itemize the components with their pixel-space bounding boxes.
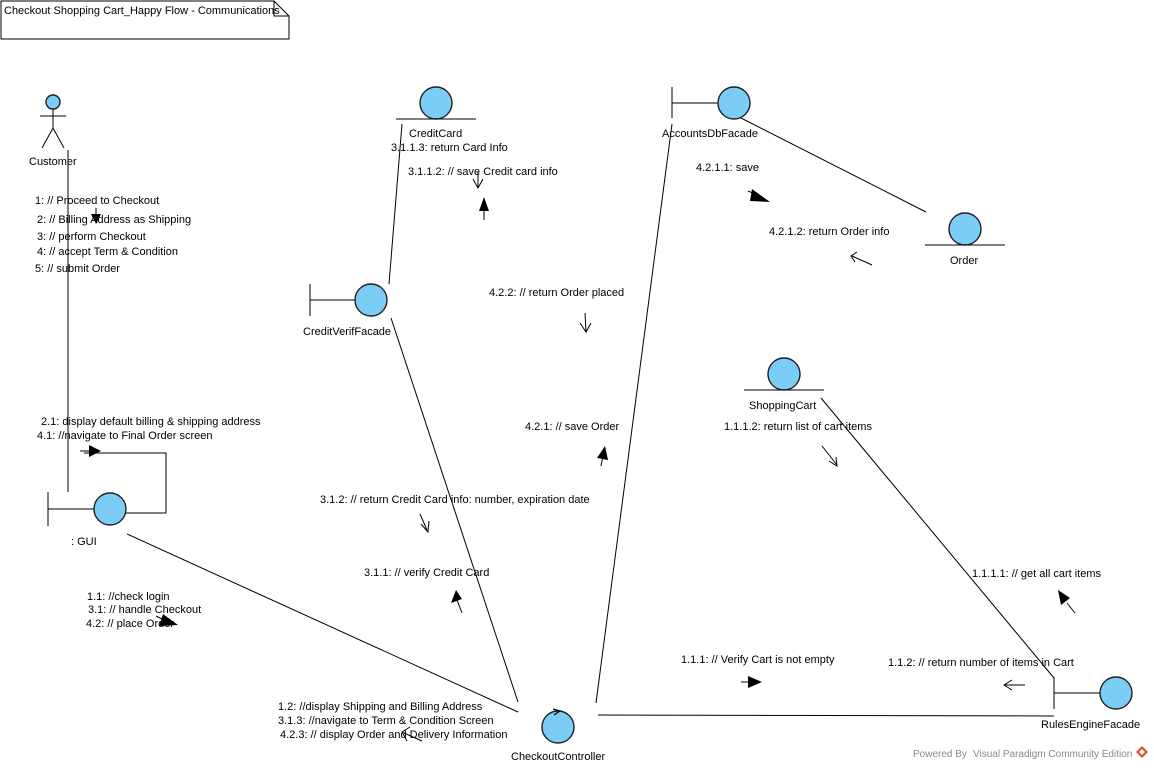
boundary-icon: [1099, 676, 1133, 710]
message-label: 2.1: display default billing & shipping …: [41, 416, 261, 428]
message-label: 1.1.1.1: // get all cart items: [972, 568, 1102, 580]
boundary-icon: [93, 492, 127, 526]
message-label: 4: // accept Term & Condition: [37, 246, 178, 258]
visual-paradigm-logo-icon: [1136, 746, 1148, 758]
message-arrow: [1058, 590, 1076, 614]
control-icon: [541, 710, 575, 744]
message-label: 3.1.1.2: // save Credit card info: [408, 166, 558, 178]
message-label: 1.1.1.2: return list of cart items: [724, 421, 872, 433]
link-controller-rules: [597, 714, 1055, 717]
checkoutcontroller-control[interactable]: CheckoutController: [511, 708, 605, 763]
message-label: 4.2.1.2: return Order info: [769, 226, 889, 238]
message-arrow: [1003, 679, 1025, 691]
message-arrow: [80, 445, 101, 457]
message-arrow: [479, 197, 489, 220]
entity-icon: [767, 357, 801, 391]
message-label: 4.2.1: // save Order: [525, 421, 619, 433]
creditverif-label: CreditVerifFacade: [303, 326, 391, 338]
message-label: 4.1: //navigate to Final Order screen: [37, 430, 212, 442]
watermark-product: Visual Paradigm Community Edition: [973, 749, 1132, 760]
creditcard-entity[interactable]: CreditCard: [396, 86, 476, 140]
message-arrow: [850, 251, 873, 266]
message-label: 5: // submit Order: [35, 263, 120, 275]
rulesengine-boundary[interactable]: RulesEngineFacade: [1041, 676, 1140, 731]
rulesengine-label: RulesEngineFacade: [1041, 719, 1140, 731]
link-controller-accountsdb: [595, 123, 673, 704]
message-arrow: [579, 312, 592, 333]
order-label: Order: [950, 255, 978, 267]
message-arrow: [419, 513, 430, 534]
message-arrow: [597, 446, 608, 467]
creditcard-label: CreditCard: [409, 128, 462, 140]
message-label: 1.1.1: // Verify Cart is not empty: [681, 654, 835, 666]
message-label: 1.1: //check login: [87, 591, 170, 603]
link-accountsdb-order: [738, 116, 927, 213]
order-entity[interactable]: Order: [925, 212, 1005, 267]
message-label: 3.1: // handle Checkout: [88, 604, 201, 616]
message-label: 1.1.2: // return number of items in Cart: [888, 657, 1074, 669]
gui-label: : GUI: [71, 536, 97, 548]
message-label: 3: // perform Checkout: [37, 231, 146, 243]
message-arrow: [747, 189, 770, 202]
diagram-frame-tab[interactable]: Checkout Shopping Cart_Happy Flow - Comm…: [0, 0, 290, 40]
message-label: 4.2.2: // return Order placed: [489, 287, 624, 299]
shoppingcart-entity[interactable]: ShoppingCart: [744, 357, 824, 412]
message-label: 4.2.3: // display Order and Delivery Inf…: [280, 729, 507, 741]
watermark-prefix: Powered By: [913, 749, 967, 760]
shoppingcart-label: ShoppingCart: [749, 400, 816, 412]
creditverif-boundary[interactable]: CreditVerifFacade: [303, 283, 391, 338]
message-label: 4.2.1.1: save: [696, 162, 759, 174]
link-gui-controller: [126, 533, 519, 713]
accountsdb-boundary[interactable]: AccountsDbFacade: [662, 86, 758, 140]
links: [67, 116, 1055, 717]
boundary-icon: [354, 283, 388, 317]
watermark: Powered By Visual Paradigm Community Edi…: [913, 746, 1148, 760]
message-label: 3.1.2: // return Credit Card info: numbe…: [320, 494, 590, 506]
entity-icon: [419, 86, 453, 120]
message-label: 1: // Proceed to Checkout: [35, 195, 159, 207]
message-label: 2: // Billing Address as Shipping: [37, 214, 191, 226]
message-arrow: [821, 445, 838, 467]
customer-actor[interactable]: Customer: [29, 94, 77, 168]
message-label: 3.1.1: // verify Credit Card: [364, 567, 489, 579]
link-creditverif-controller: [390, 317, 519, 703]
checkoutcontroller-label: CheckoutController: [511, 751, 605, 763]
boundary-icon: [717, 86, 751, 120]
link-creditverif-creditcard: [388, 123, 403, 285]
accountsdb-label: AccountsDbFacade: [662, 128, 758, 140]
message-arrow: [741, 676, 762, 688]
message-labels: 1: // Proceed to Checkout 2: // Billing …: [35, 142, 1102, 741]
message-arrow: [472, 172, 484, 190]
link-gui-self: [84, 452, 167, 514]
message-label: 3.1.3: //navigate to Term & Condition Sc…: [278, 715, 494, 727]
message-arrow: [451, 590, 463, 614]
frame-title: Checkout Shopping Cart_Happy Flow - Comm…: [4, 5, 280, 17]
message-label: 1.2: //display Shipping and Billing Addr…: [278, 701, 483, 713]
message-arrow: [401, 726, 423, 742]
message-arrows: [80, 172, 1076, 742]
message-label: 4.2: // place Order: [86, 618, 174, 630]
gui-boundary[interactable]: : GUI: [47, 492, 127, 548]
customer-label: Customer: [29, 156, 77, 168]
message-arrow: [155, 614, 178, 626]
link-shoppingcart-rules: [820, 397, 1055, 679]
entity-icon: [948, 212, 982, 246]
actor-head-icon: [45, 94, 61, 110]
message-label: 3.1.1.3: return Card Info: [391, 142, 508, 154]
message-arrow: [91, 208, 101, 224]
